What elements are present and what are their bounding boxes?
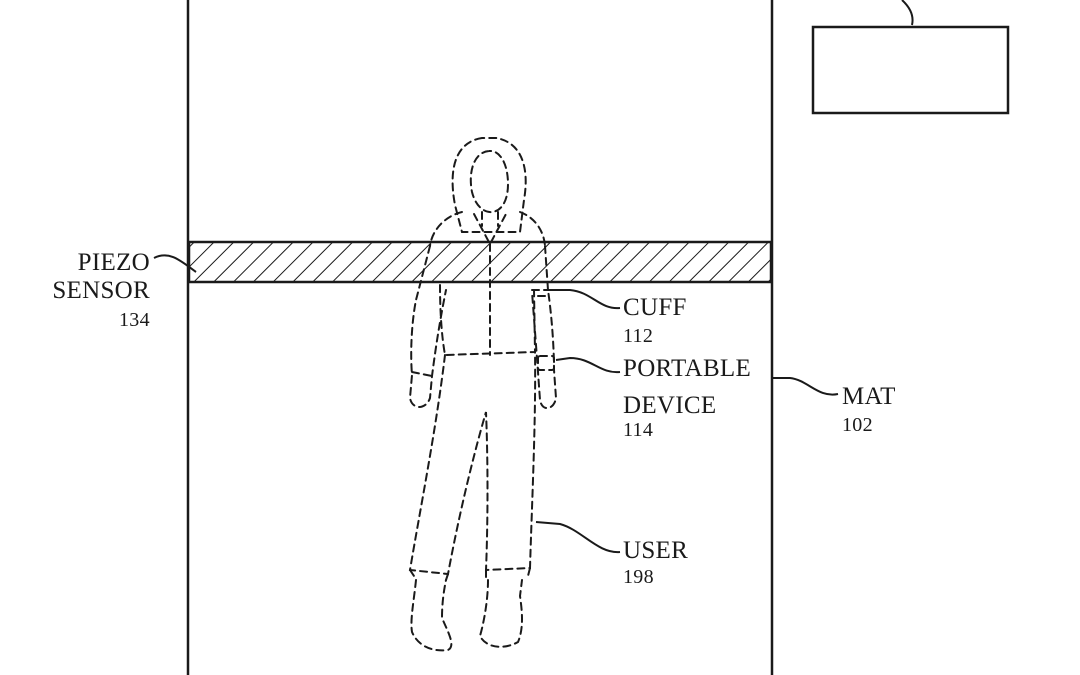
- user-ref: 198: [623, 566, 654, 588]
- mat-ref: 102: [842, 414, 873, 436]
- user-figure: [408, 137, 558, 652]
- external-device-leader: [901, 0, 914, 26]
- portable-device-leader: [555, 356, 621, 374]
- mat-leader: [773, 377, 839, 396]
- piezo-sensor-ref: 134: [119, 309, 150, 331]
- piezo-sensor-label-line1: PIEZO: [77, 249, 150, 276]
- mat-label: MAT: [842, 383, 896, 410]
- portable-device-ref: 114: [623, 419, 654, 441]
- cuff-leader: [548, 289, 621, 310]
- external-device-box: [811, 25, 1010, 115]
- cuff-ref: 112: [623, 325, 654, 347]
- portable-device-label-line2: DEVICE: [623, 392, 717, 419]
- user-leader: [535, 521, 621, 554]
- mat-outline: [186, 0, 774, 675]
- piezo-sensor-label-line2: SENSOR: [52, 277, 150, 304]
- piezo-sensor-band: [187, 240, 773, 284]
- user-label: USER: [623, 537, 689, 564]
- cuff-label: CUFF: [623, 294, 687, 321]
- piezo-sensor-leader: [153, 254, 197, 273]
- portable-device-label-line1: PORTABLE: [623, 355, 752, 382]
